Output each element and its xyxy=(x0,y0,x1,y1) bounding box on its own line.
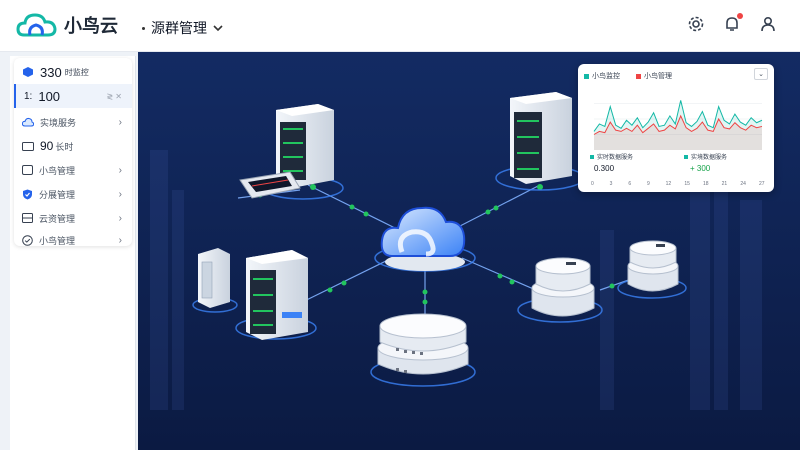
sidebar-item-label: 实境服务 xyxy=(40,117,77,128)
value-input[interactable]: 100 xyxy=(38,88,61,104)
legend-swatch xyxy=(590,154,594,159)
chevron-right-icon: › xyxy=(118,212,122,224)
chevron-right-icon: › xyxy=(118,234,122,246)
background-buildings xyxy=(150,130,762,410)
sidebar-item-duration[interactable]: 90 长时 xyxy=(14,134,132,158)
x-tick-label: 21 xyxy=(721,181,728,187)
duration-label: 长时 xyxy=(55,141,74,152)
chevron-right-icon: › xyxy=(118,164,122,176)
legend-swatch xyxy=(584,73,589,79)
grid-icon xyxy=(22,213,33,223)
cloud-hub[interactable] xyxy=(380,206,466,271)
input-prefix: 1: xyxy=(24,90,33,102)
sidebar-item-label: 分展管理 xyxy=(39,189,76,200)
sidebar-item-bird-manage[interactable]: 小鸟管理 › xyxy=(14,158,132,182)
network-diagram xyxy=(138,52,800,450)
cloud-logo-icon xyxy=(16,13,57,37)
server-rack-middle-left[interactable] xyxy=(246,250,308,340)
input-controls[interactable]: ≷ ✕ xyxy=(106,91,122,101)
server-rack-top-left[interactable] xyxy=(276,104,334,188)
x-tick-label: 6 xyxy=(628,181,632,187)
stat-left-label-text: 实时数据服务 xyxy=(597,155,634,161)
sidebar-item-label: 云资管理 xyxy=(39,213,76,224)
stat-left-value: 0.300 xyxy=(594,164,615,173)
stat-right-label-text: 实境数据服务 xyxy=(691,155,728,161)
small-server-left[interactable] xyxy=(198,248,230,308)
monitor-stat-value: 330 xyxy=(40,64,62,80)
series-line xyxy=(593,114,763,135)
panel-dropdown[interactable]: ⌄ xyxy=(754,68,768,80)
legend-swatch xyxy=(636,73,641,79)
notifications-button[interactable] xyxy=(722,13,743,34)
line-chart xyxy=(593,100,763,150)
chevron-down-icon: ⌄ xyxy=(758,71,764,78)
user-menu-button[interactable] xyxy=(758,14,778,34)
x-tick-label: 15 xyxy=(684,181,690,187)
tab-label: 小鸟管理 xyxy=(644,73,672,80)
cloud-icon xyxy=(22,117,34,127)
tab-label: 小鸟监控 xyxy=(592,73,620,80)
sidebar: 330 时监控 1: 100 ≷ ✕ 实境服务 › 90 长时 小鸟管理 › 分… xyxy=(10,56,136,450)
app-name: 小鸟云 xyxy=(64,16,118,36)
cube-icon xyxy=(23,67,33,77)
bullet-icon xyxy=(142,26,145,30)
sidebar-item-label: 小鸟管理 xyxy=(39,235,76,246)
stat-right-value: + 300 xyxy=(690,164,711,173)
chevron-down-icon xyxy=(213,25,223,32)
square-icon xyxy=(22,165,33,175)
sidebar-item-extension[interactable]: 分展管理 › xyxy=(14,182,132,206)
section-selector[interactable]: 源群管理 xyxy=(142,18,223,38)
sidebar-menu: 330 时监控 1: 100 ≷ ✕ 实境服务 › 90 长时 小鸟管理 › 分… xyxy=(14,58,132,246)
shield-check-icon xyxy=(23,189,32,199)
user-icon xyxy=(761,16,775,32)
legend-swatch xyxy=(684,154,688,159)
chevron-right-icon: › xyxy=(118,188,122,200)
x-tick-label: 0 xyxy=(591,181,594,187)
settings-button[interactable] xyxy=(686,14,706,34)
gear-icon xyxy=(688,16,704,32)
server-rack-top-right[interactable] xyxy=(510,92,572,184)
storage-node-far-right[interactable] xyxy=(627,240,679,292)
notification-badge xyxy=(737,13,743,19)
tab-bird-manage[interactable]: 小鸟管理 xyxy=(636,71,672,81)
brand-logo[interactable]: 小鸟云 xyxy=(16,11,118,39)
sidebar-item-label: 小鸟管理 xyxy=(39,165,76,176)
x-tick-label: 3 xyxy=(609,181,613,187)
x-tick-label: 12 xyxy=(665,181,672,187)
x-tick-label: 24 xyxy=(740,181,746,187)
x-tick-label: 9 xyxy=(647,181,650,187)
sidebar-item-cloud-assets[interactable]: 云资管理 › xyxy=(14,206,132,230)
folder-icon xyxy=(22,142,34,151)
x-tick-label: 18 xyxy=(703,181,709,187)
tab-bird-monitor[interactable]: 小鸟监控 xyxy=(584,71,620,81)
storage-node-right[interactable] xyxy=(531,257,595,317)
sidebar-item-service[interactable]: 实境服务 › xyxy=(14,110,132,134)
duration-value: 90 xyxy=(40,139,54,153)
topology-canvas xyxy=(138,52,800,450)
storage-drawer-device[interactable] xyxy=(239,171,301,199)
value-input-row[interactable]: 1: 100 ≷ ✕ xyxy=(14,84,132,108)
series-area xyxy=(594,115,762,150)
series-line xyxy=(593,100,763,132)
section-title: 源群管理 xyxy=(151,20,207,36)
stat-right-label: 实境数据服务 xyxy=(684,152,727,161)
series-area xyxy=(594,100,762,150)
x-tick-label: 27 xyxy=(759,181,765,187)
x-axis-ticks: 0 3 6 9 12 15 18 21 24 27 xyxy=(590,181,766,189)
monitor-stat-label: 时监控 xyxy=(64,67,89,77)
top-bar: 小鸟云 源群管理 xyxy=(0,0,800,52)
stat-left-label: 实时数据服务 xyxy=(590,152,633,161)
sidebar-item-bird-admin[interactable]: 小鸟管理 › xyxy=(14,228,132,252)
monitor-stat-row[interactable]: 330 时监控 xyxy=(14,60,132,84)
bell-icon xyxy=(726,17,738,31)
analytics-panel: 小鸟监控 小鸟管理 ⌄ 实时数据服务 实境数据服务 0.300 + 300 0 3… xyxy=(578,64,774,192)
storage-array-bottom[interactable] xyxy=(377,313,469,375)
check-circle-icon xyxy=(22,234,33,246)
chevron-right-icon: › xyxy=(118,116,122,128)
